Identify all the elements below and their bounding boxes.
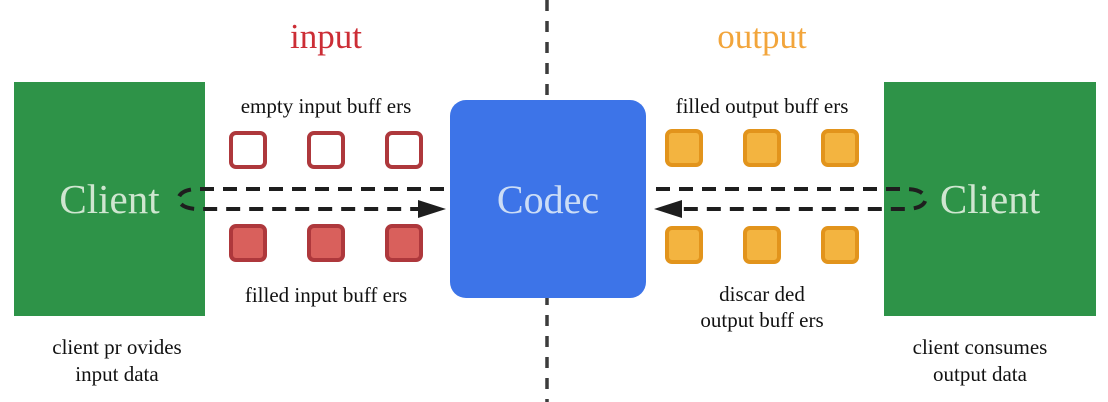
- codec-box: Codec: [450, 100, 646, 298]
- codec-label: Codec: [496, 176, 600, 222]
- discarded-output-buffers-label: discar ded output buff ers: [647, 281, 877, 333]
- right-caption-line1: client consumes: [912, 335, 1048, 359]
- left-client-box: Client: [14, 82, 205, 316]
- filled-input-buffer-square: [385, 224, 423, 262]
- filled-input-buffer-square: [229, 224, 267, 262]
- right-caption-line2: output data: [933, 362, 1027, 386]
- empty-input-buffer-square: [229, 131, 267, 169]
- center-divider-dashed-line: [545, 0, 549, 402]
- discarded-output-buffer-square: [821, 226, 859, 264]
- input-buffer-cycle-arrow: [176, 187, 446, 218]
- discarded-output-buffer-square: [743, 226, 781, 264]
- filled-output-buffers-row: [665, 129, 859, 167]
- filled-input-buffers-label: filled input buff ers: [244, 283, 408, 307]
- left-caption-line1: client pr ovides: [52, 335, 182, 359]
- right-client-caption: client consumes output data: [872, 334, 1088, 388]
- filled-output-buffer-square: [665, 129, 703, 167]
- output-section-title: output: [717, 17, 807, 56]
- right-client-box: Client: [884, 82, 1096, 316]
- output-buffer-cycle-arrow: [654, 187, 928, 218]
- discarded-output-buffer-square: [665, 226, 703, 264]
- left-client-caption: client pr ovides input data: [17, 334, 217, 388]
- left-client-label: Client: [59, 176, 160, 222]
- empty-input-buffers-row: [229, 131, 423, 169]
- filled-input-buffers-row: [229, 224, 423, 262]
- input-section-title: input: [290, 17, 362, 56]
- right-client-label: Client: [939, 176, 1041, 222]
- left-caption-line2: input data: [75, 362, 159, 386]
- discarded-label-line1: discar ded: [719, 282, 805, 306]
- filled-output-buffer-square: [821, 129, 859, 167]
- discarded-output-buffers-row: [665, 226, 859, 264]
- filled-input-buffer-square: [307, 224, 345, 262]
- empty-input-buffer-square: [307, 131, 345, 169]
- filled-output-buffers-label: filled output buff ers: [675, 94, 849, 118]
- discarded-label-line2: output buff ers: [700, 308, 824, 332]
- empty-input-buffers-label: empty input buff ers: [240, 94, 412, 118]
- filled-output-buffer-square: [743, 129, 781, 167]
- empty-input-buffer-square: [385, 131, 423, 169]
